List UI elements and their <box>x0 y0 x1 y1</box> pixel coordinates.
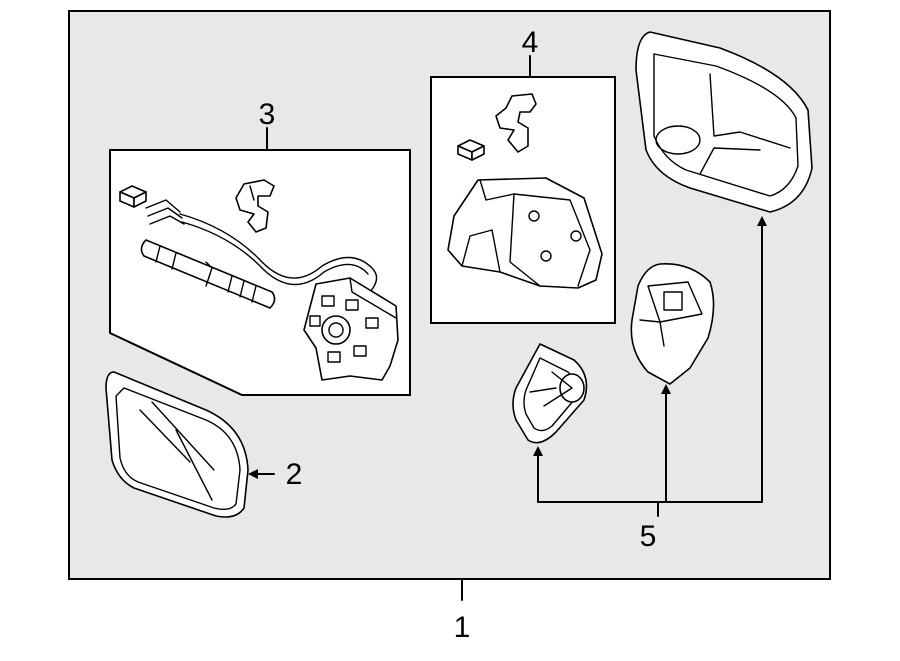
callout-5-leaders <box>533 216 767 517</box>
callout-5-arrowhead-cover <box>757 216 767 226</box>
callout-2-arrowhead <box>248 469 258 479</box>
mirror-glass-icon <box>105 371 249 518</box>
connector-cube-icon <box>457 139 485 161</box>
callout-5-arrowhead-cap <box>661 384 671 394</box>
harness-clip-icon <box>235 179 275 233</box>
mirror-cover-icon <box>635 31 813 213</box>
callout-5-arrowhead-gasket <box>533 446 543 456</box>
callout-2-label: 2 <box>286 458 303 491</box>
gasket-icon <box>512 343 588 444</box>
callout-4-label: 4 <box>522 26 539 59</box>
subassembly-4-group: 4 <box>430 26 616 324</box>
motor-housing-icon <box>447 177 603 289</box>
housing-cap-icon <box>630 263 715 385</box>
callout-3-label: 3 <box>259 98 276 131</box>
threaded-rod-icon <box>140 239 276 309</box>
mirror-glass-group: 2 <box>105 371 303 518</box>
wire-harness-icon <box>145 199 378 293</box>
subassembly-3-group: 3 <box>109 98 411 396</box>
connector-cube-icon <box>119 185 147 208</box>
callout-5-label: 5 <box>640 520 657 553</box>
callout-1-label: 1 <box>454 611 471 644</box>
actuator-motor-icon <box>303 277 399 381</box>
mount-clip-icon <box>495 93 537 153</box>
